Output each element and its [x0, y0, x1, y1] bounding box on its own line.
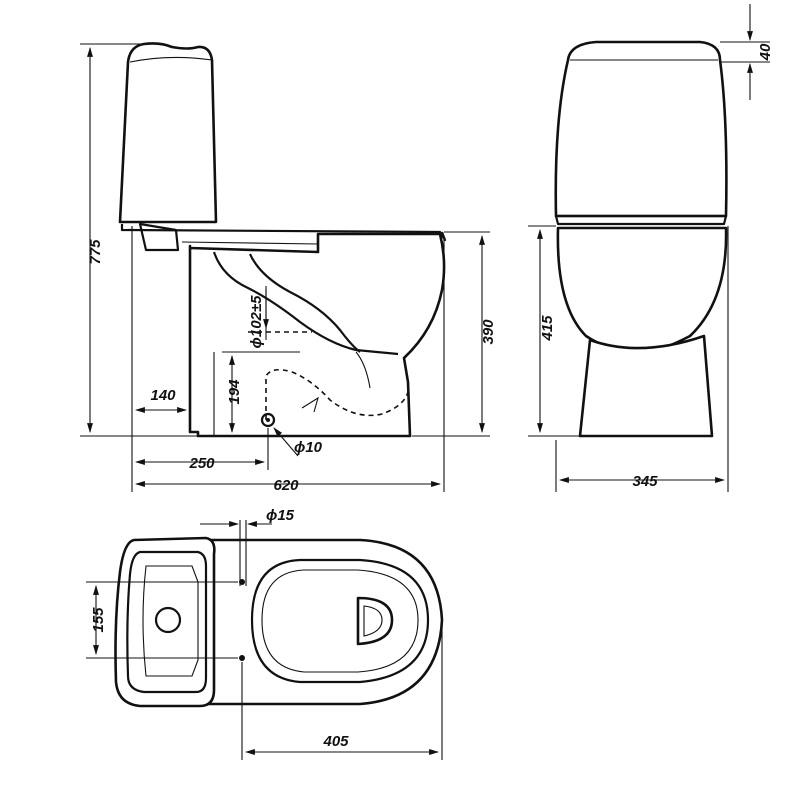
top-seat-inner: [261, 569, 419, 673]
front-extension-lines: [528, 41, 770, 492]
side-drain-trap-dashed: [265, 368, 409, 420]
top-bowl-opening: [356, 596, 394, 646]
label-fix-diameter: ϕ10: [294, 439, 323, 456]
side-extension-lines: [80, 43, 490, 492]
top-tank-recess: [142, 565, 199, 677]
side-bowl-body: [188, 232, 446, 438]
side-tank-lid-line: [129, 56, 213, 63]
top-dimension-arrows: [93, 521, 439, 755]
front-view: [554, 40, 728, 438]
label-drain-distance: 250: [188, 455, 215, 472]
top-hole-lower: [239, 655, 245, 661]
top-extension-lines: [86, 520, 443, 760]
label-total-length: 620: [273, 477, 299, 494]
label-drain-height: 194: [226, 379, 243, 405]
front-tank: [554, 40, 728, 218]
dimension-labels: 775 40 390 415 140 194 ϕ102±5 ϕ10 250 62…: [87, 43, 774, 750]
front-bowl: [556, 226, 728, 354]
side-drain-extension: [301, 396, 319, 413]
side-view: [118, 42, 447, 438]
side-trap-curve: [355, 351, 371, 389]
front-tank-base: [554, 214, 728, 226]
side-seat-plate: [120, 224, 447, 242]
top-tank-outline: [114, 536, 216, 708]
label-total-height: 775: [87, 239, 104, 265]
top-view: [114, 536, 444, 708]
front-pedestal: [578, 334, 714, 438]
label-hole-spacing: 155: [90, 607, 107, 633]
side-dimension-arrows: [87, 47, 485, 487]
label-hole-to-front: 405: [322, 733, 349, 750]
label-bowl-height: 390: [480, 319, 497, 345]
label-width: 345: [632, 473, 658, 490]
front-dimension-arrows: [537, 4, 753, 483]
top-tank-inner: [126, 550, 208, 694]
label-side-height: 415: [539, 315, 556, 342]
side-trap-inner: [248, 253, 361, 353]
side-fixing-hole: [260, 412, 276, 428]
top-bowl-outline: [204, 538, 444, 706]
side-flush-connector: [138, 222, 180, 252]
top-bowl-opening-inner: [363, 605, 383, 637]
side-fixing-hole-center: [266, 418, 270, 422]
top-seat-ring: [250, 558, 430, 684]
side-tank: [118, 42, 218, 224]
label-offset-140: 140: [150, 387, 176, 404]
label-inlet-diameter: ϕ102±5: [248, 295, 265, 349]
top-flush-button: [154, 606, 182, 634]
label-hole-diameter: ϕ15: [266, 507, 295, 524]
side-trap-channel: [212, 251, 399, 356]
label-cover-height: 40: [757, 43, 774, 61]
